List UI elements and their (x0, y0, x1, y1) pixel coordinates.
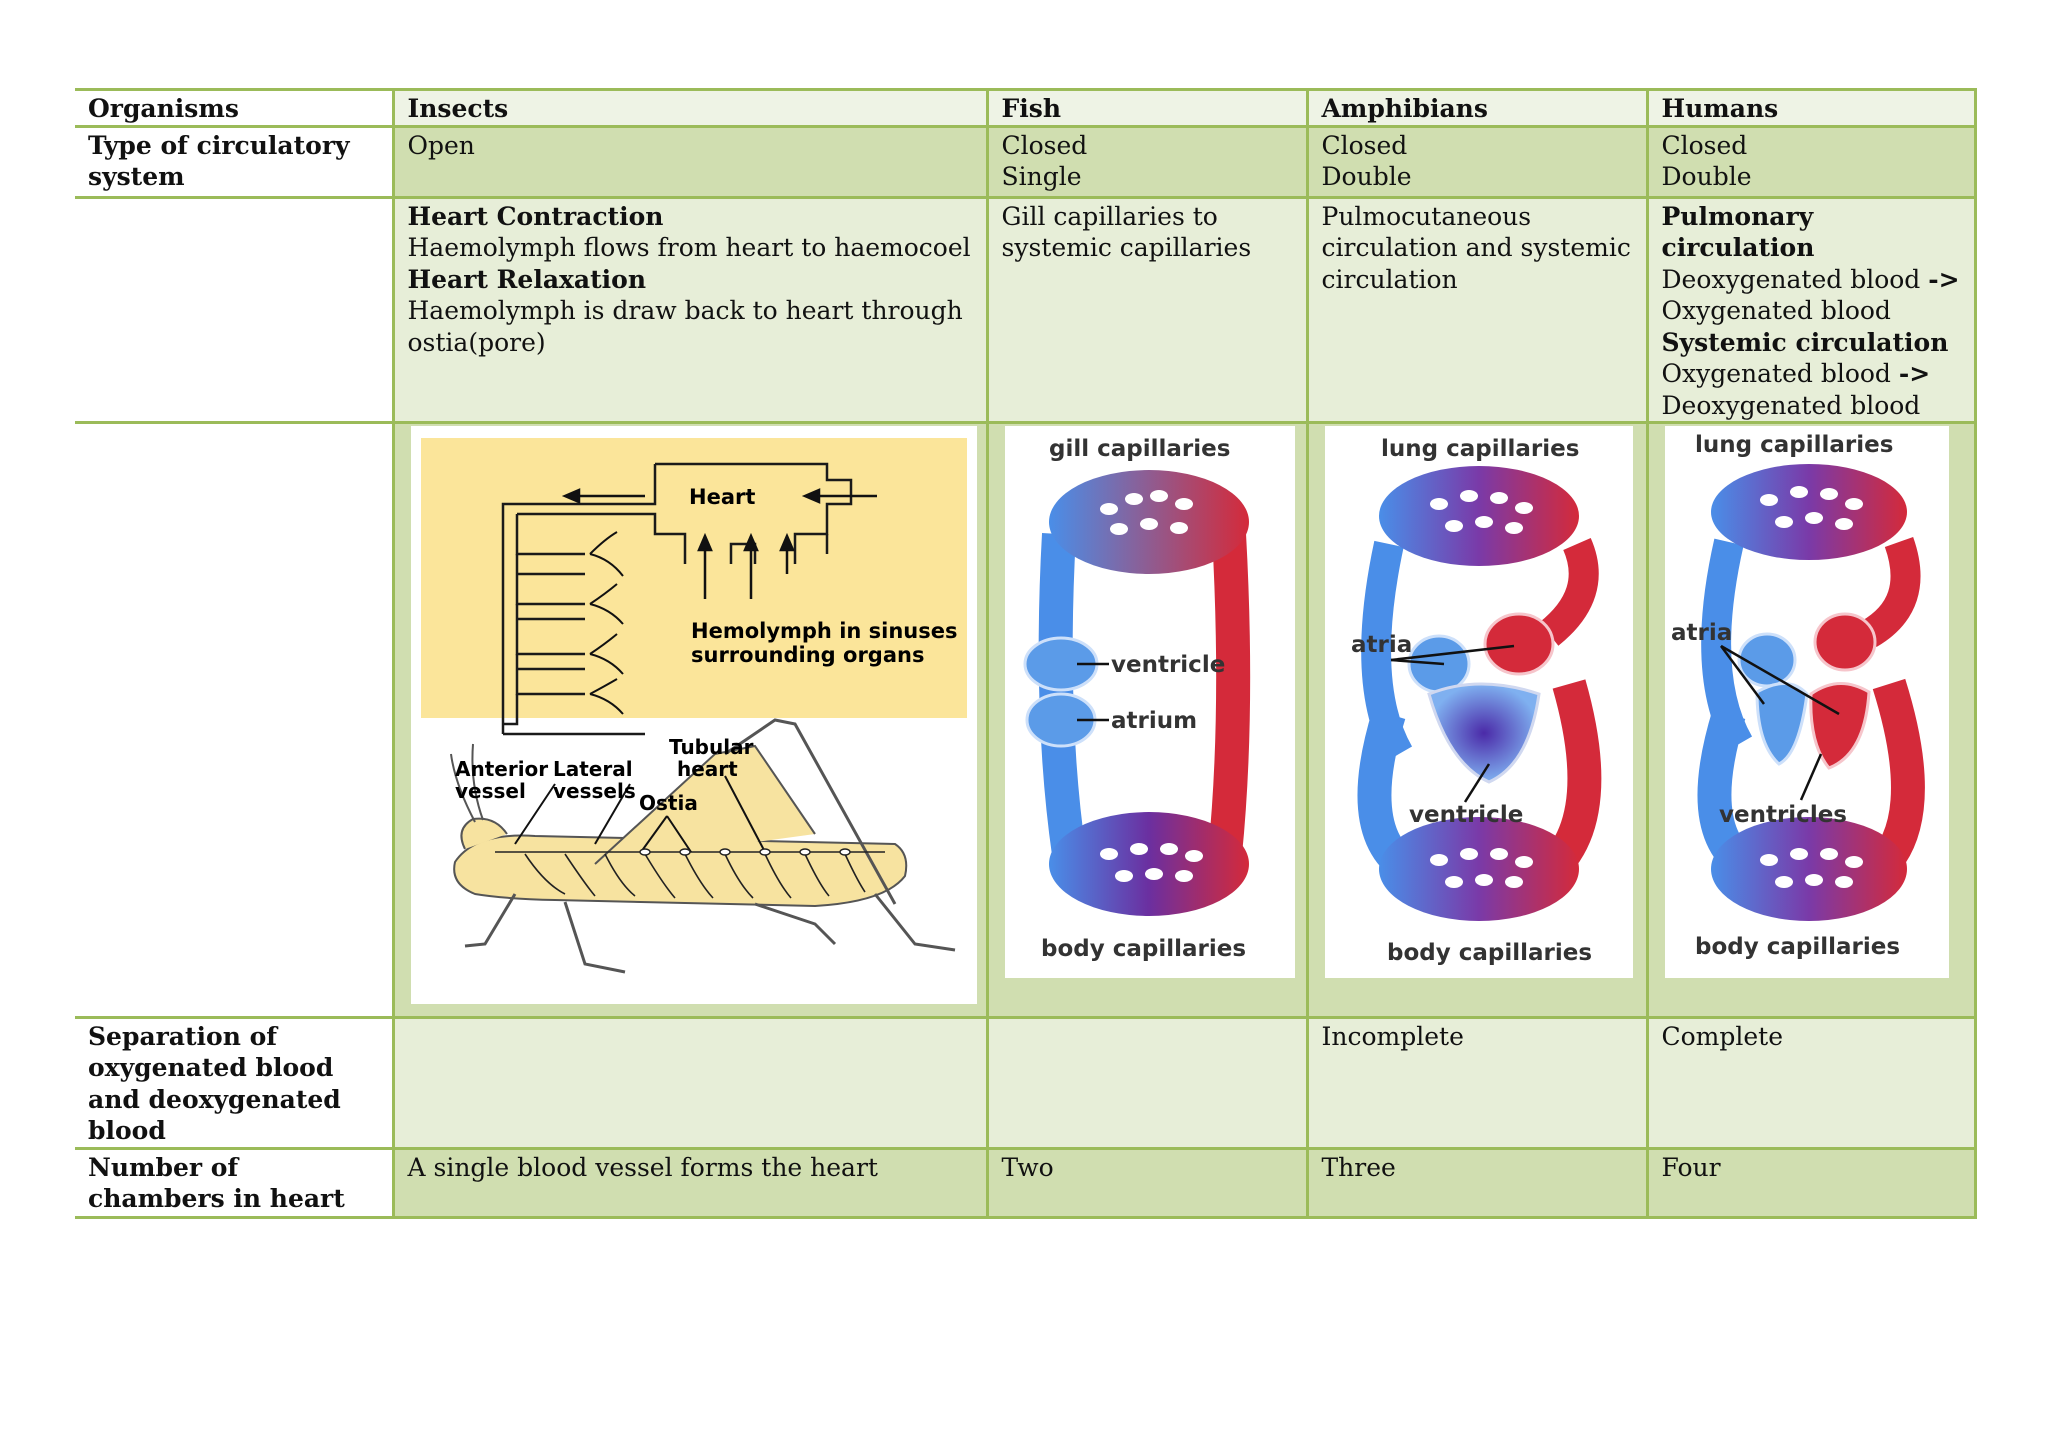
flow-row: Heart Contraction Haemolymph flows from … (75, 195, 1977, 424)
hum-top-label: lung capillaries (1695, 432, 1893, 458)
chambers-label: Number of chambers in heart (75, 1146, 395, 1219)
pulmonary-arrow: -> (1928, 264, 1960, 294)
type-amph-line1: Closed (1321, 130, 1408, 160)
type-fish-line1: Closed (1001, 130, 1088, 160)
ostia-label: Ostia (639, 791, 698, 815)
fish-top-label: gill capillaries (1049, 436, 1230, 462)
header-humans: Humans (1645, 88, 1977, 128)
separation-fish (985, 1015, 1309, 1150)
insect-hemo-line1: Hemolymph in sinuses (691, 619, 958, 643)
flow-label (75, 195, 395, 424)
anterior-label-1: Anterior (455, 757, 548, 781)
insect-diagram: Heart Hemolymph in sinuses surrounding o… (410, 426, 977, 1004)
lateral-label-1: Lateral (553, 757, 633, 781)
type-insects: Open (391, 124, 989, 199)
fish-diagram: gill capillaries ventricle atrium body c… (1004, 426, 1295, 978)
header-amphibians: Amphibians (1305, 88, 1649, 128)
tubular-label-2: heart (677, 757, 738, 781)
fish-diagram-cell: gill capillaries ventricle atrium body c… (985, 421, 1309, 1019)
insect-relaxation-text: Haemolymph is draw back to heart through… (407, 296, 963, 357)
hum-ventricles-label: ventricles (1719, 802, 1847, 828)
systemic-from: Oxygenated blood (1661, 359, 1899, 388)
amph-ventricle-label: ventricle (1409, 802, 1523, 828)
type-fish-line2: Single (1001, 162, 1082, 191)
systemic-text-1: Oxygenated blood -> (1662, 358, 1961, 390)
fish-bottom-label: body capillaries (1041, 936, 1246, 962)
systemic-arrow: -> (1898, 359, 1931, 388)
header-row: Organisms Insects Fish Amphibians Humans (75, 88, 1977, 128)
amph-bottom-label: body capillaries (1387, 940, 1592, 966)
fish-atrium-label: atrium (1111, 708, 1197, 734)
systemic-to: Deoxygenated blood (1661, 390, 1921, 420)
header-fish: Fish (985, 88, 1309, 128)
fish-ventricle-label: ventricle (1111, 652, 1225, 678)
separation-amphibians: Incomplete (1305, 1015, 1649, 1150)
type-fish: Closed Single (985, 124, 1309, 199)
chambers-humans: Four (1645, 1146, 1977, 1219)
type-hum-line2: Double (1661, 162, 1752, 191)
diagram-row: Heart Hemolymph in sinuses surrounding o… (75, 421, 1977, 1019)
tubular-label-1: Tubular (669, 735, 754, 759)
flow-amphibians: Pulmocutaneous circulation and systemic … (1305, 195, 1649, 424)
separation-label: Separation of oxygenated blood and deoxy… (75, 1015, 395, 1150)
type-amphibians: Closed Double (1305, 124, 1649, 199)
diagram-label (75, 421, 395, 1019)
amph-atria-label: atria (1351, 632, 1412, 658)
insect-diagram-cell: Heart Hemolymph in sinuses surrounding o… (391, 421, 989, 1019)
type-amph-line2: Double (1321, 162, 1412, 191)
pulmonary-to: Oxygenated blood (1661, 296, 1891, 325)
type-row: Type of circulatory system Open Closed S… (75, 124, 1977, 199)
pulmonary-from: Deoxygenated blood (1661, 264, 1929, 294)
chambers-row: Number of chambers in heart A single blo… (75, 1146, 1977, 1219)
hum-bottom-label: body capillaries (1695, 934, 1900, 960)
comparison-table: Organisms Insects Fish Amphibians Humans… (75, 88, 1977, 1219)
insect-contraction-text: Haemolymph flows from heart to haemocoel (407, 233, 971, 262)
hum-atria-label: atria (1671, 620, 1732, 646)
insect-heart-label: Heart (689, 485, 755, 509)
amph-top-label: lung capillaries (1381, 436, 1579, 462)
flow-humans: Pulmonary circulation Deoxygenated blood… (1645, 195, 1977, 424)
amph-diagram-cell: lung capillaries atria ventricle body ca… (1305, 421, 1649, 1019)
insect-relaxation-title: Heart Relaxation (407, 264, 647, 294)
hum-diagram: lung capillaries atria ventricles body c… (1664, 426, 1949, 978)
type-label: Type of circulatory system (75, 124, 395, 199)
insect-hemo-line2: surrounding organs (691, 643, 924, 667)
grasshopper-illustration (449, 718, 955, 974)
systemic-title: Systemic circulation (1661, 327, 1949, 357)
insect-contraction-title: Heart Contraction (407, 201, 664, 231)
header-insects: Insects (391, 88, 989, 128)
header-organisms: Organisms (75, 88, 395, 128)
separation-row: Separation of oxygenated blood and deoxy… (75, 1015, 1977, 1150)
separation-humans: Complete (1645, 1015, 1977, 1150)
anterior-label-2: vessel (455, 779, 526, 803)
pulmonary-title: Pulmonary circulation (1661, 201, 1815, 263)
chambers-fish: Two (985, 1146, 1309, 1219)
type-humans: Closed Double (1645, 124, 1977, 199)
flow-fish: Gill capillaries to systemic capillaries (985, 195, 1309, 424)
chambers-amphibians: Three (1305, 1146, 1649, 1219)
lateral-label-2: vessels (553, 779, 636, 803)
type-hum-line1: Closed (1661, 130, 1748, 160)
chambers-insects: A single blood vessel forms the heart (391, 1146, 989, 1219)
amph-diagram: lung capillaries atria ventricle body ca… (1324, 426, 1633, 978)
pulmonary-text-1: Deoxygenated blood -> (1662, 264, 1961, 296)
flow-insects: Heart Contraction Haemolymph flows from … (391, 195, 989, 424)
hum-diagram-cell: lung capillaries atria ventricles body c… (1645, 421, 1977, 1019)
separation-insects (391, 1015, 989, 1150)
